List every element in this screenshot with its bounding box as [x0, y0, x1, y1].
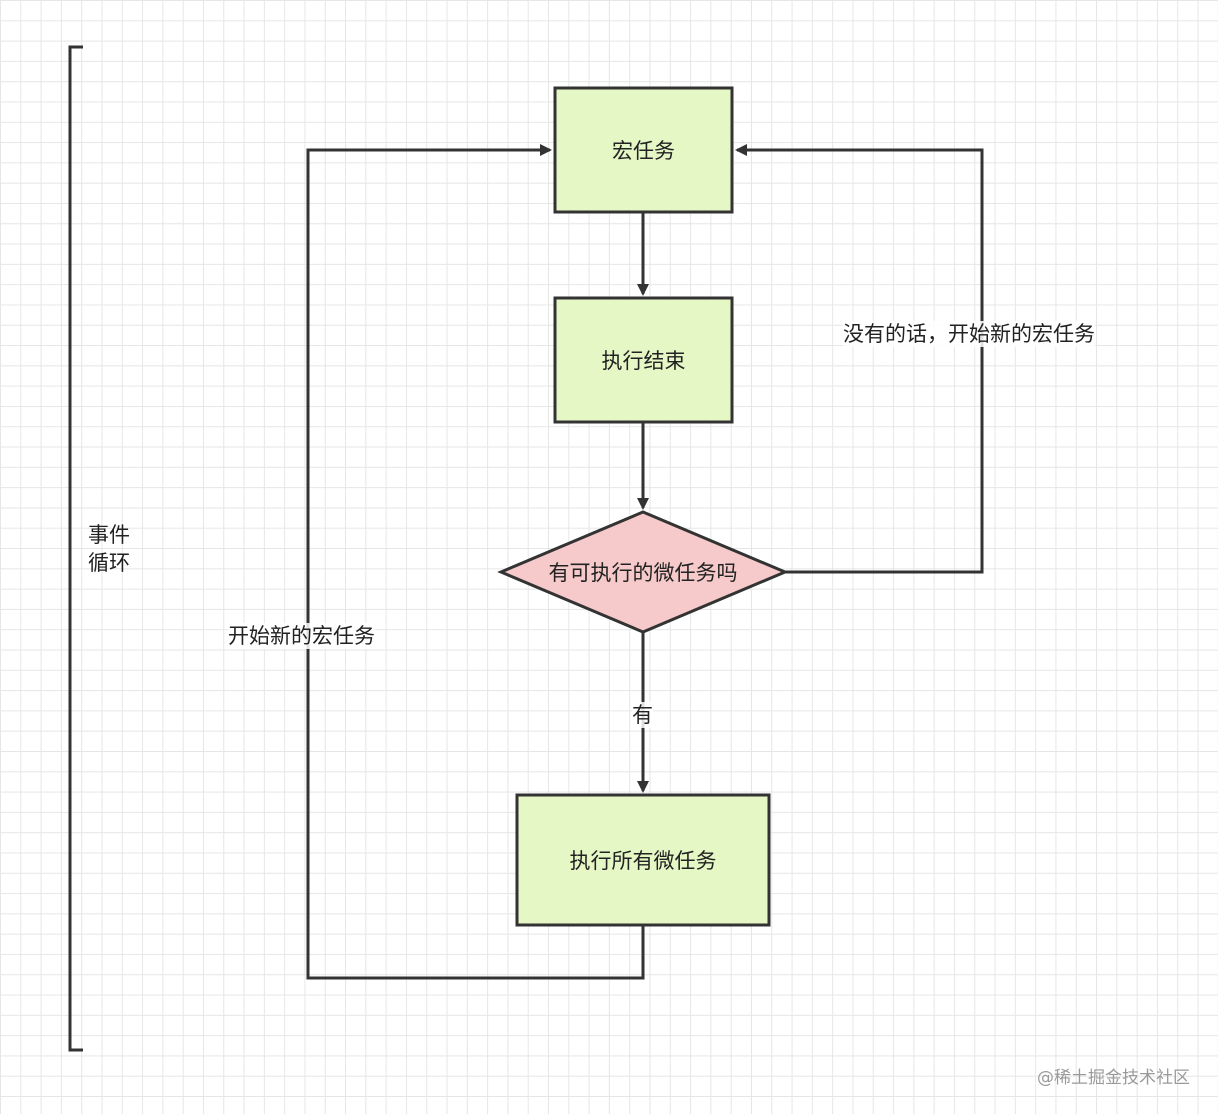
- execution-done-label: 执行结束: [601, 349, 686, 373]
- edge-decision-to-macro-no: [735, 144, 984, 574]
- run-micro-tasks-box: [515, 793, 771, 927]
- event-loop-label: 事件 循环: [88, 521, 148, 577]
- macro-task-label: 宏任务: [612, 139, 675, 163]
- event-loop-bracket: [68, 45, 83, 1052]
- execution-done-box: [553, 296, 734, 424]
- edge-yes-label: 有: [632, 702, 653, 728]
- edge-loop-label: 开始新的宏任务: [228, 623, 375, 649]
- edge-micro-to-macro-loop: [306, 144, 645, 980]
- edge-no-label: 没有的话，开始新的宏任务: [843, 321, 1095, 347]
- event-loop-label-line2: 循环: [88, 551, 130, 575]
- watermark: @稀土掘金技术社区: [1037, 1068, 1190, 1088]
- event-loop-label-line1: 事件: [88, 523, 130, 547]
- decision-label: 有可执行的微任务吗: [548, 561, 738, 585]
- run-micro-tasks-label: 执行所有微任务: [569, 849, 717, 873]
